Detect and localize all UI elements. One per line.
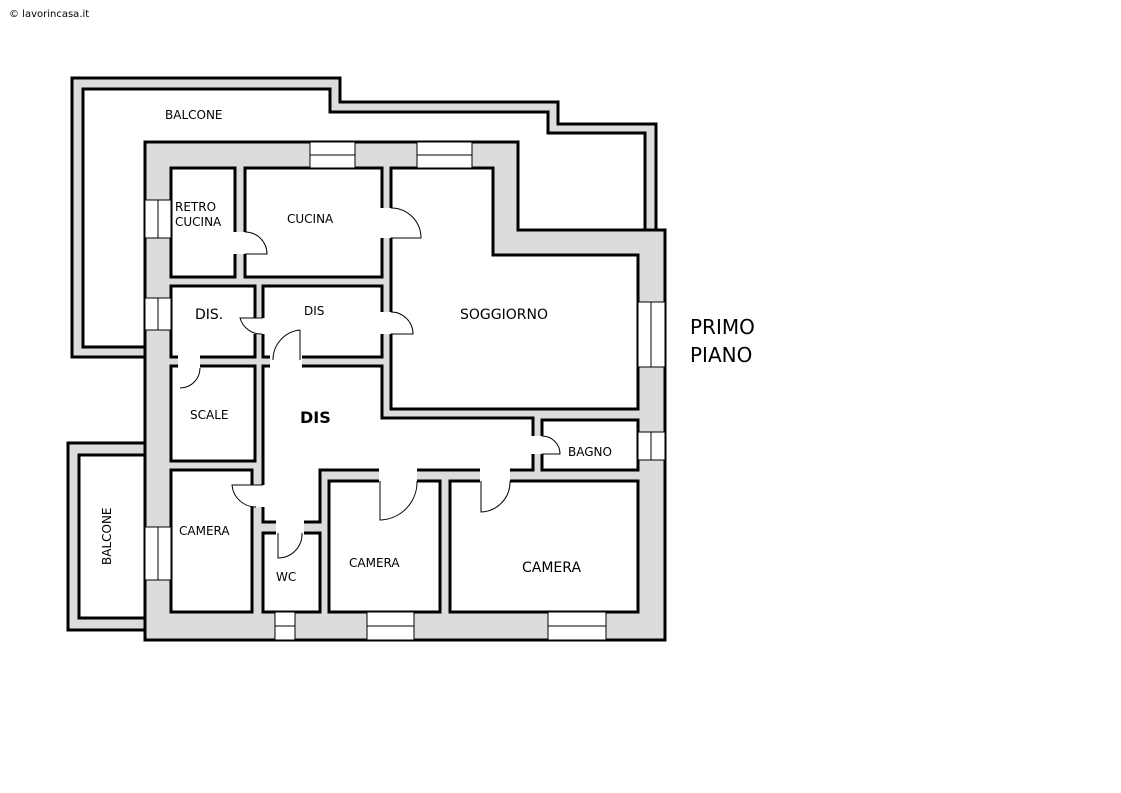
label-dis-left: DIS. (195, 307, 223, 323)
label-balcone-left: BALCONE (100, 507, 114, 565)
balcony-left (77, 453, 151, 620)
label-retro-cucina-2: CUCINA (175, 215, 222, 229)
room-soggiorno (389, 166, 640, 411)
room-camera-mid (327, 479, 442, 614)
room-cucina (243, 166, 384, 279)
label-balcone-top: BALCONE (165, 108, 223, 122)
doors (178, 207, 561, 559)
label-scale: SCALE (190, 408, 228, 422)
label-dis-small: DIS (304, 304, 324, 318)
label-camera-mid: CAMERA (349, 556, 400, 570)
label-bagno: BAGNO (568, 445, 612, 459)
label-retro-cucina-1: RETRO (175, 200, 216, 214)
room-retro-cucina (169, 166, 237, 279)
label-camera-left: CAMERA (179, 524, 230, 538)
label-cucina: CUCINA (287, 212, 334, 226)
watermark: © lavorincasa.it (9, 9, 90, 20)
room-camera-left (169, 468, 254, 614)
room-dis-small (261, 284, 384, 359)
label-dis-main: DIS (300, 408, 331, 427)
label-camera-right: CAMERA (522, 560, 581, 576)
floor-title-line1: PRIMO (690, 315, 755, 339)
room-scale (169, 364, 257, 463)
windows (144, 141, 666, 641)
floor-title-line2: PIANO (690, 343, 752, 367)
label-wc: WC (276, 570, 296, 584)
room-camera-right (448, 479, 640, 614)
label-soggiorno: SOGGIORNO (460, 307, 548, 323)
